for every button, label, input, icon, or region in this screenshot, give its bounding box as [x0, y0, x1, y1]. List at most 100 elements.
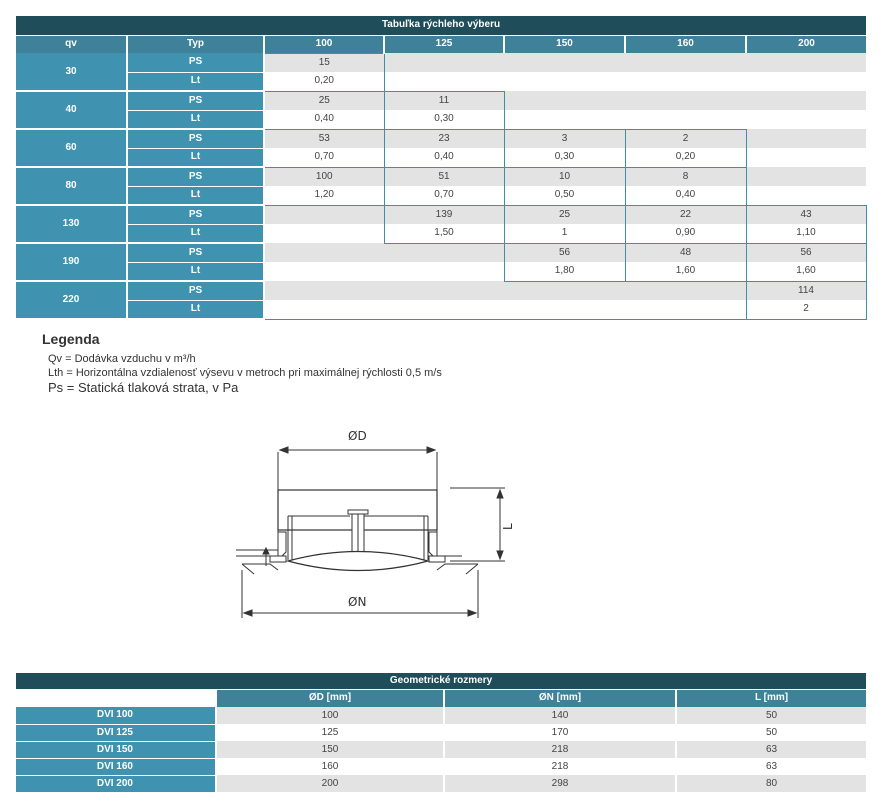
value-cell	[504, 53, 625, 72]
geo-table-header-row: ØD [mm] ØN [mm] L [mm]	[16, 689, 867, 707]
header-160: 160	[625, 35, 747, 53]
table-row: Lt 0,40 0,30	[16, 110, 867, 130]
arrow-head	[496, 550, 504, 561]
table-row: 30 PS 15	[16, 52, 867, 92]
value-cell	[264, 243, 384, 262]
value-cell: 53	[263, 128, 385, 148]
value-cell: 0,40	[384, 148, 505, 168]
value-cell: 1,80	[503, 262, 626, 282]
value-cell	[746, 91, 867, 110]
value-cell: 56	[746, 242, 867, 262]
legend-qv: Qv = Dodávka vzduchu v m³/h	[48, 353, 196, 365]
type-cell: PS	[127, 205, 265, 225]
table-row: 40 PS 25 11	[16, 90, 867, 130]
value-cell: 140	[444, 707, 677, 724]
value-cell	[746, 186, 867, 205]
value-cell	[264, 224, 384, 243]
value-cell: 0,20	[263, 72, 385, 92]
type-cell: Lt	[127, 72, 265, 92]
type-cell: PS	[127, 53, 265, 73]
type-cell: PS	[127, 243, 265, 263]
qv-cell: 30	[16, 53, 128, 92]
table-row: DVI 200 200 298 80	[16, 775, 867, 793]
value-cell	[504, 281, 625, 300]
value-cell	[384, 53, 504, 72]
value-cell	[384, 72, 504, 91]
header-on: ØN [mm]	[444, 689, 677, 707]
value-cell	[504, 72, 625, 91]
diffuser-disk	[285, 550, 431, 572]
type-cell: Lt	[127, 186, 265, 206]
value-cell: 160	[216, 758, 445, 775]
value-cell: 25	[263, 90, 385, 110]
quick-selection-table: Tabuľka rýchleho výberu qv Typ 100 125 1…	[16, 16, 867, 320]
table-row: 60 PS 53 23 3 2	[16, 128, 867, 168]
value-cell	[504, 300, 625, 320]
type-cell: PS	[127, 129, 265, 149]
legend-ps: Ps = Statická tlaková strata, v Pa	[48, 380, 239, 395]
value-cell: 43	[746, 204, 867, 224]
legend-lth: Lth = Horizontálna vzdialenosť výsevu v …	[48, 367, 442, 379]
table-row: 190 PS 56 48 56	[16, 242, 867, 282]
value-cell	[504, 91, 625, 110]
value-cell: 150	[216, 741, 445, 758]
model-name: DVI 150	[16, 741, 217, 759]
value-cell: 200	[216, 775, 445, 792]
value-cell: 2	[625, 128, 747, 148]
value-cell: 0,40	[625, 186, 747, 206]
value-cell	[384, 300, 504, 320]
value-cell	[264, 262, 384, 281]
arrow-head	[278, 446, 289, 454]
value-cell: 56	[503, 242, 626, 262]
value-cell	[625, 72, 746, 91]
value-cell	[264, 281, 384, 300]
table-row: Lt 0,70 0,40 0,30 0,20	[16, 148, 867, 168]
value-cell	[504, 110, 625, 129]
value-cell	[746, 72, 867, 91]
value-cell: 25	[504, 204, 626, 224]
value-cell: 218	[444, 741, 677, 758]
table-row: 130 PS 139 25 22 43	[16, 204, 867, 244]
header-125: 125	[384, 35, 505, 53]
value-cell: 1,10	[746, 224, 867, 244]
value-cell: 51	[384, 166, 505, 186]
arrow-head	[467, 609, 478, 617]
type-cell: Lt	[127, 224, 265, 244]
value-cell: 218	[444, 758, 677, 775]
qv-cell: 190	[16, 243, 128, 282]
value-cell	[746, 148, 867, 167]
value-cell	[746, 53, 867, 72]
qv-cell: 220	[16, 281, 128, 320]
model-name: DVI 125	[16, 724, 217, 742]
qv-cell: 80	[16, 167, 128, 206]
legend-title: Legenda	[42, 331, 100, 347]
value-cell: 0,30	[504, 148, 626, 168]
value-cell	[384, 243, 504, 262]
value-cell	[625, 300, 746, 320]
label-on: ØN	[348, 595, 366, 609]
value-cell: 2	[745, 300, 867, 320]
header-150: 150	[504, 35, 626, 53]
diffuser-diagram: ØD L ØN	[236, 429, 515, 618]
value-cell	[264, 205, 384, 224]
header-100: 100	[264, 35, 385, 53]
header-200: 200	[746, 35, 867, 53]
table-row: 220 PS 114	[16, 280, 867, 320]
value-cell: 50	[676, 707, 867, 724]
value-cell: 0,50	[504, 186, 626, 206]
arrow-head	[496, 488, 504, 499]
value-cell: 23	[384, 128, 505, 148]
model-name: DVI 100	[16, 707, 217, 725]
value-cell	[746, 129, 867, 148]
value-cell	[384, 262, 504, 281]
value-cell: 15	[263, 52, 385, 72]
model-name: DVI 160	[16, 758, 217, 776]
value-cell: 0,70	[263, 148, 385, 168]
table-row: DVI 100 100 140 50	[16, 707, 867, 725]
header-od: ØD [mm]	[216, 689, 445, 707]
value-cell: 10	[504, 166, 626, 186]
value-cell	[625, 91, 746, 110]
arrow-head	[242, 609, 253, 617]
value-cell: 11	[384, 90, 505, 110]
value-cell: 1,60	[746, 262, 867, 282]
